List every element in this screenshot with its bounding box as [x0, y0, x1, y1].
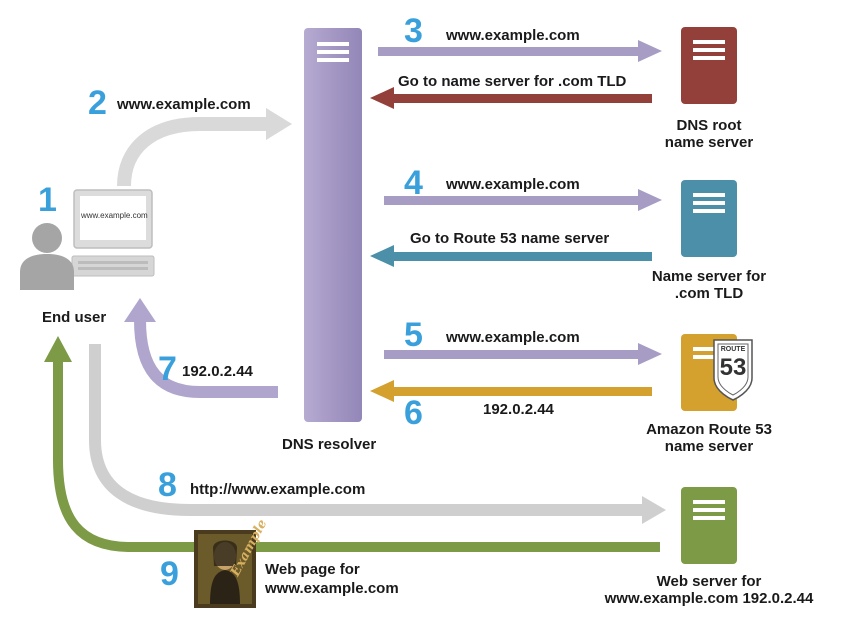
step-number-7: 7 [158, 350, 177, 388]
arrow-step-7 [124, 298, 278, 398]
route53-server-icon [681, 334, 753, 411]
tld-server-icon [681, 180, 737, 257]
message-step-9-line-2: www.example.com [265, 580, 399, 597]
step-number-4: 4 [404, 164, 423, 202]
route53-label: Amazon Route 53 name server [629, 421, 789, 456]
message-step-7: 192.0.2.44 [182, 363, 253, 380]
arrow-step-2 [117, 108, 292, 187]
message-step-4-reply: Go to Route 53 name server [410, 230, 610, 247]
dns-root-label: DNS root name server [649, 117, 769, 152]
arrow-step-4-reply [370, 245, 652, 267]
dns-root-server-icon [681, 27, 737, 104]
route53-label-line-2: name server [664, 438, 754, 456]
route53-badge-top-text: ROUTE [720, 346, 746, 353]
route53-label-line-1: Amazon Route 53 [646, 421, 772, 438]
arrow-step-4 [384, 189, 662, 211]
screen-url-text: www.example.com [81, 211, 148, 220]
web-page-painting-icon [194, 530, 256, 608]
web-server-label-line-2: www.example.com 192.0.2.44 [604, 590, 814, 608]
arrow-step-6 [370, 380, 652, 402]
tld-server-label-line-1: Name server for [651, 268, 767, 285]
dns-resolver-label: DNS resolver [282, 436, 377, 453]
message-step-5: www.example.com [446, 329, 580, 346]
tld-server-label: Name server for .com TLD [634, 268, 784, 303]
arrow-step-9 [44, 336, 660, 552]
message-step-8: http://www.example.com [190, 481, 366, 498]
dns-resolver-server [304, 28, 362, 422]
end-user-person-icon [20, 223, 74, 290]
step-number-2: 2 [88, 84, 107, 122]
step-number-1: 1 [38, 181, 57, 219]
message-step-3-reply: Go to name server for .com TLD [398, 73, 627, 90]
step-number-5: 5 [404, 316, 423, 354]
step-number-6: 6 [404, 394, 423, 432]
message-step-4: www.example.com [446, 176, 580, 193]
web-server-label: Web server for www.example.com 192.0.2.4… [584, 573, 834, 608]
message-step-6: 192.0.2.44 [483, 401, 554, 418]
step-number-9: 9 [160, 555, 179, 593]
arrow-step-3 [378, 40, 662, 62]
step-number-3: 3 [404, 12, 423, 50]
end-user-label: End user [42, 309, 107, 326]
route53-badge-number: 53 [719, 354, 747, 381]
step-number-8: 8 [158, 466, 177, 504]
arrow-step-8 [89, 344, 666, 524]
arrow-step-3-reply [370, 87, 652, 109]
web-server-label-line-1: Web server for [656, 573, 762, 590]
arrow-step-5 [384, 343, 662, 365]
end-user-computer-icon [71, 189, 155, 277]
web-server-icon [681, 487, 737, 564]
message-step-3: www.example.com [446, 27, 580, 44]
message-step-2: www.example.com [117, 96, 251, 113]
message-step-9-line-1: Web page for [265, 561, 360, 578]
dns-root-label-line-2: name server [664, 134, 754, 152]
dns-root-label-line-1: DNS root [676, 117, 742, 134]
tld-server-label-line-2: .com TLD [674, 285, 744, 303]
